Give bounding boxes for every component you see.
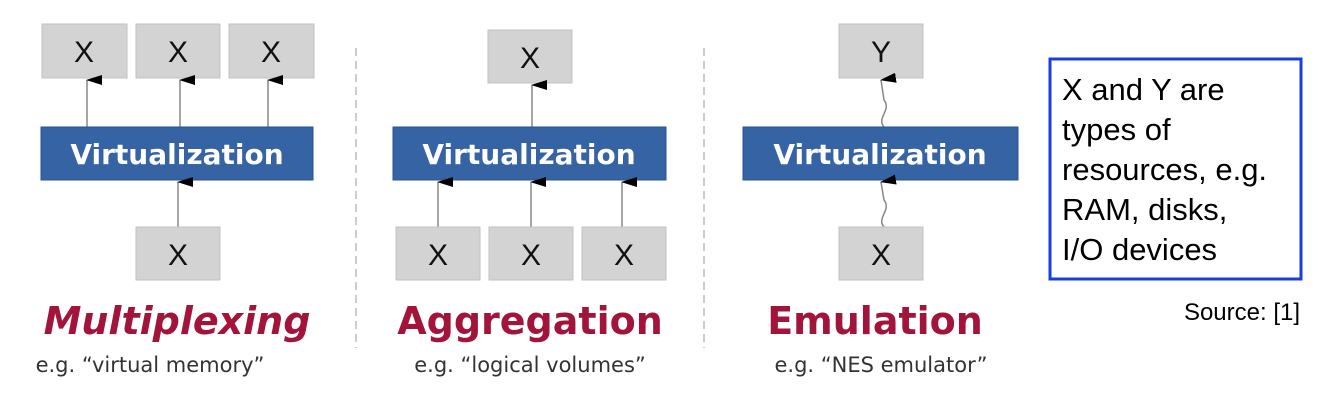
resource-label: Y <box>871 36 891 69</box>
resource-label: X <box>168 239 188 272</box>
panel-title: Aggregation <box>397 299 663 343</box>
note-box: X and Y are types of resources, e.g. RAM… <box>1048 57 1303 281</box>
note-line: types of <box>1062 112 1171 147</box>
resource-label: X <box>74 36 94 69</box>
panel-title: Multiplexing <box>44 299 311 343</box>
virtualization-layer <box>40 126 314 181</box>
panel-aggregation: X Virtualization X X X Aggregation e.g. … <box>392 29 667 377</box>
resource-label: X <box>428 239 448 272</box>
panel-title: Emulation <box>767 299 983 343</box>
virtualization-label: Virtualization <box>773 138 986 171</box>
resource-box <box>135 226 221 281</box>
resource-box <box>487 29 573 84</box>
wavy-arrow-up <box>880 72 897 128</box>
virtualization-label: Virtualization <box>70 138 283 171</box>
resource-box <box>488 226 574 281</box>
panel-multiplexing: X X X Virtualization X Multiplexing e.g.… <box>36 23 315 377</box>
resource-box <box>395 226 481 281</box>
source-citation: Source: [1] <box>1184 299 1300 326</box>
resource-label: X <box>261 36 281 69</box>
resource-box <box>41 23 128 79</box>
resource-box <box>581 226 667 281</box>
panel-example: e.g. “virtual memory” <box>36 353 265 377</box>
resource-label: X <box>614 239 634 272</box>
virtualization-layer <box>392 126 667 181</box>
wavy-arrow-up <box>880 174 897 228</box>
resource-box <box>228 23 315 79</box>
virtualization-label: Virtualization <box>422 138 635 171</box>
resource-box <box>838 226 924 281</box>
resource-label: X <box>521 239 541 272</box>
virtualization-layer <box>742 126 1019 181</box>
resource-box <box>135 23 221 79</box>
note-border <box>1048 57 1303 281</box>
panel-emulation: Y Virtualization X Emulation e.g. “NES e… <box>742 23 1019 377</box>
note-line: X and Y are <box>1062 72 1225 107</box>
resource-box <box>838 23 924 79</box>
note-line: RAM, disks, <box>1062 192 1227 227</box>
resource-label: X <box>871 239 891 272</box>
resource-label: X <box>520 42 540 75</box>
panel-example: e.g. “logical volumes” <box>414 353 646 377</box>
panel-example: e.g. “NES emulator” <box>774 353 987 377</box>
note-line: resources, e.g. <box>1062 152 1267 187</box>
resource-label: X <box>168 36 188 69</box>
note-line: I/O devices <box>1062 232 1217 267</box>
